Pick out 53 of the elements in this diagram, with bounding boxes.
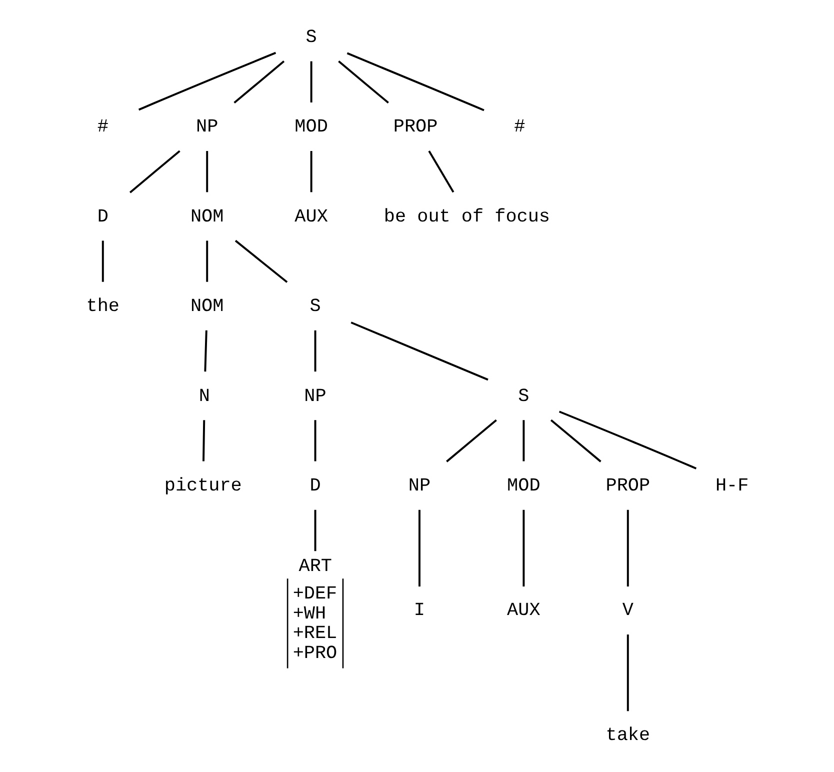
connector — [314, 510, 316, 552]
connector — [522, 510, 524, 586]
node-text: I — [413, 600, 425, 622]
connector — [428, 150, 454, 193]
connector — [310, 61, 312, 102]
node-text: NP — [196, 116, 218, 138]
node-text: V — [622, 600, 633, 622]
node-text: ART +DEF +WH +REL +PRO — [292, 556, 337, 664]
node-text: S — [518, 386, 529, 407]
connector — [446, 419, 496, 462]
node-text: NP — [408, 475, 430, 496]
node-text: MOD — [506, 475, 540, 496]
node-text: PROP — [392, 116, 438, 138]
node-text: D — [309, 475, 320, 496]
node-text: the — [86, 296, 120, 318]
connector — [314, 420, 316, 462]
node-text: NP — [304, 386, 326, 407]
connector — [138, 52, 276, 111]
node-text: MOD — [294, 116, 328, 138]
connector — [234, 240, 288, 283]
node-text: N — [198, 386, 210, 407]
connector — [206, 240, 208, 282]
node-text: picture — [164, 475, 242, 496]
node-text: NOM — [190, 296, 224, 318]
connector — [233, 60, 284, 104]
connector — [626, 634, 628, 712]
connector — [206, 150, 208, 192]
node-text: take — [605, 724, 650, 746]
connector — [202, 420, 205, 462]
connector — [338, 60, 388, 104]
connector — [101, 240, 104, 282]
connector — [350, 322, 488, 381]
connector — [204, 330, 207, 372]
connector — [558, 410, 696, 470]
connector — [418, 510, 420, 586]
node-text: PROP — [605, 475, 650, 496]
connector — [128, 150, 180, 194]
node-text: AUX — [294, 206, 328, 228]
node-text: AUX — [506, 600, 540, 622]
connector — [346, 52, 484, 112]
node-text: S — [309, 296, 320, 318]
node-text: NOM — [190, 206, 224, 228]
node-text: S — [305, 26, 316, 48]
connector — [310, 150, 312, 192]
connector — [314, 330, 316, 372]
connector — [626, 510, 628, 586]
node-text: # — [514, 116, 525, 138]
node-text: D — [96, 206, 108, 228]
connector — [522, 420, 524, 462]
node-text: # — [96, 116, 108, 138]
connector — [550, 419, 601, 462]
node-text: H-F — [714, 475, 748, 496]
node-text: be out of focus — [383, 206, 550, 228]
